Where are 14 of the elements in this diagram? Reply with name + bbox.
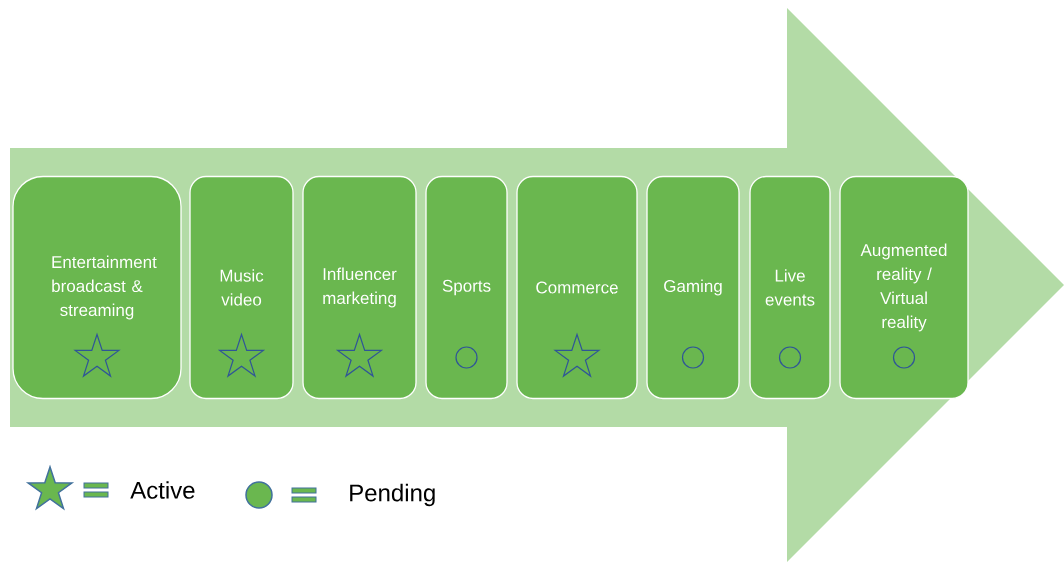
category-box: Commerce [516, 175, 638, 400]
category-box: Gaming [646, 175, 740, 400]
category-box: Influencer marketing [302, 175, 417, 400]
circle-icon [778, 346, 802, 369]
circle-icon [455, 346, 478, 369]
category-box: Sports [425, 175, 508, 400]
category-box: Music video [189, 175, 294, 400]
category-box: Entertainment broadcast & streaming [12, 175, 182, 400]
category-box: Augmented reality / Virtual reality [839, 175, 969, 400]
legend-text: Pending [350, 483, 435, 507]
legend-text: Active [130, 481, 195, 499]
category-box: Live events [749, 175, 831, 400]
circle-icon [681, 346, 705, 369]
circle-icon [892, 346, 916, 369]
